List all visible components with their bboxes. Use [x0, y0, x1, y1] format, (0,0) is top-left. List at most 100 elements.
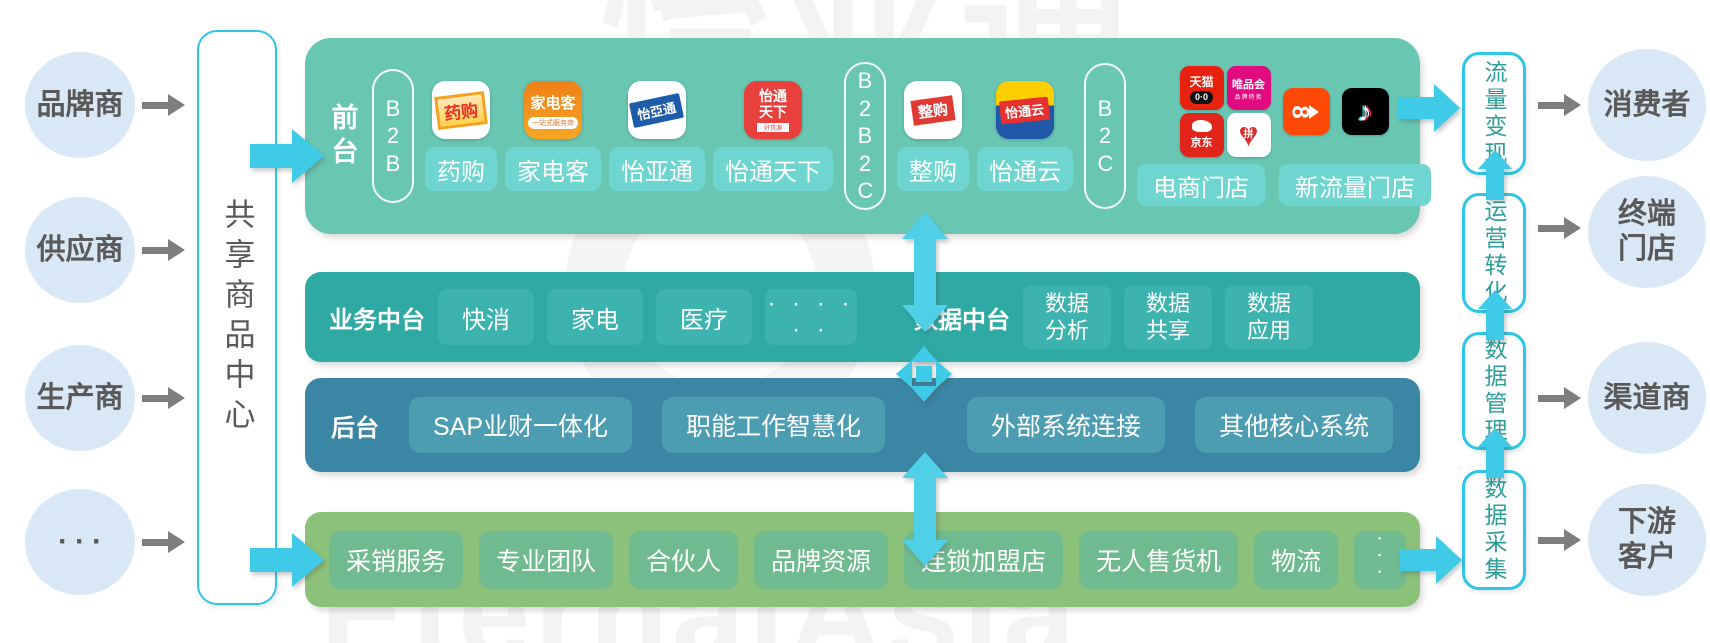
flow-arrow-to-base-icon	[250, 533, 324, 587]
back-chip-sap: SAP业财一体化	[409, 397, 633, 453]
shared-goods-center-bar: 共享商品中心	[197, 30, 277, 605]
app-chip: 怡亚通	[609, 147, 705, 191]
cross-arrow-icon	[896, 346, 952, 402]
offline-double-arrow: 线下	[894, 452, 956, 566]
biz-chip-appliance: 家电	[547, 289, 643, 345]
biz-chip-more: · · · · · ·	[765, 289, 857, 345]
flow-box-data-collection: 数据采集	[1462, 470, 1526, 590]
app-tile-zhenggou: 整购 整购	[897, 81, 969, 191]
arrow-right-icon	[142, 94, 185, 116]
b2c-tag-pill: B2C	[1084, 63, 1126, 209]
b2b-tag-pill: B2B	[372, 69, 414, 203]
b2c-chips-row: 电商门店 新流量门店	[1137, 164, 1431, 206]
pinduoduo-icon: ♥ 拼	[1226, 113, 1271, 157]
tmall-icon: 天猫 0·0	[1179, 66, 1224, 110]
app-tile-yaogou: 药购 药购	[425, 81, 497, 191]
customer-circle-downstream: 下游 客户	[1588, 484, 1706, 596]
tmall-icon-text: 天猫	[1189, 74, 1214, 89]
up-arrow-icon	[1478, 428, 1512, 478]
supplier-circle-supplier: 供应商	[25, 197, 135, 303]
supplier-label: 生产商	[36, 381, 124, 414]
flow-label: 流量变现	[1481, 59, 1507, 168]
flow-label: 数据管理	[1481, 337, 1507, 445]
chip-line2: 分析	[1045, 318, 1090, 343]
vipshop-icon-text: 唯品会	[1232, 78, 1265, 91]
supplier-circle-brand: 品牌商	[25, 52, 135, 158]
yitongyun-app-icon: 怡通云	[996, 81, 1054, 139]
ecommerce-icons-grid: 天猫 0·0 唯品会 品牌特卖 京东 ♥ 拼	[1179, 66, 1271, 157]
supplier-circle-producer: 生产商	[25, 345, 135, 451]
yiyatong-app-icon: 怡亞通	[628, 81, 686, 139]
front-to-flow-arrow-icon	[1398, 84, 1460, 132]
biz-chip-medical: 医疗	[656, 289, 752, 345]
back-chip-external-systems: 外部系统连接	[967, 397, 1166, 453]
up-arrow-icon	[1478, 290, 1512, 340]
arrow-right-icon	[1538, 94, 1581, 116]
customer-label-line1: 下游	[1617, 506, 1676, 539]
app-chip: 怡通天下	[713, 147, 833, 191]
base-to-flow-arrow-icon	[1400, 536, 1462, 584]
douyin-icon: ♪	[1341, 88, 1389, 135]
base-chip-more: ···	[1354, 530, 1407, 589]
yitongtianxia-icon-line2: 天下	[759, 104, 787, 120]
business-middle-label: 业务中台	[329, 306, 425, 334]
supplier-label: 品牌商	[36, 88, 124, 121]
base-chip-procurement: 采销服务	[329, 530, 464, 589]
app-chip: 家电客	[505, 147, 601, 191]
chip-line1: 数据	[1146, 290, 1191, 316]
section-base-services: 采销服务 专业团队 合伙人 品牌资源 连锁加盟店 无人售货机 物流 ···	[305, 512, 1420, 607]
arrow-right-icon	[1538, 217, 1581, 239]
data-chip-application: 数据 应用	[1225, 285, 1314, 349]
customer-label-line2: 门店	[1617, 233, 1676, 265]
flow-box-operation-conversion: 运营转化	[1462, 193, 1526, 313]
b2c-tag-label: B2C	[1097, 95, 1114, 176]
flow-label: 运营转化	[1481, 199, 1507, 307]
b2b-tag-label: B2B	[385, 95, 401, 176]
section-backend: 后台 SAP业财一体化 职能工作智慧化 外部系统连接 其他核心系统	[305, 378, 1420, 472]
yaogou-app-icon: 药购	[432, 81, 490, 139]
base-chip-vending: 无人售货机	[1079, 530, 1239, 589]
b2b2c-tag-pill: B2B2C	[844, 62, 886, 210]
frontend-label: 前台	[331, 103, 359, 167]
yitongtianxia-app-icon: 怡通 天下 · 好货源 ·	[744, 81, 802, 139]
yitongtianxia-icon-subtext: · 好货源 ·	[757, 123, 789, 133]
pinduoduo-heart-glyph: ♥	[1238, 116, 1259, 154]
flow-box-data-management: 数据管理	[1462, 332, 1526, 450]
data-chip-analysis: 数据 分析	[1023, 285, 1112, 349]
arrow-right-icon	[142, 387, 185, 409]
dots-vertical: ···	[1369, 534, 1392, 585]
arrow-right-icon	[1538, 387, 1581, 409]
section-business-middle: 业务中台 快消 家电 医疗 · · · · · · 数据中台 数据 分析 数据 …	[305, 272, 1420, 362]
chip-line2: 应用	[1247, 318, 1292, 343]
customer-label: 消费者	[1603, 88, 1691, 121]
jiadianke-app-icon: 家电客 一站式服务商	[524, 81, 582, 139]
flow-arrow-to-front-icon	[250, 129, 324, 183]
customer-label-line2: 客户	[1617, 541, 1676, 573]
jiadianke-icon-subtext: 一站式服务商	[528, 116, 578, 129]
arrow-right-icon	[1538, 529, 1581, 551]
customer-circle-terminal-store: 终端 门店	[1588, 176, 1706, 288]
base-chip-brand-resources: 品牌资源	[754, 530, 889, 589]
app-chip: 怡通云	[977, 147, 1073, 191]
store-chip-ecommerce: 电商门店	[1137, 164, 1265, 206]
chip-line2: 共享	[1146, 318, 1191, 343]
arrow-right-icon	[142, 239, 185, 261]
kuaishou-triangle	[1308, 104, 1319, 119]
app-tile-yiyatong: 怡亞通 怡亚通	[609, 81, 705, 191]
back-chip-other-core: 其他核心系统	[1195, 397, 1394, 453]
app-chip: 整购	[897, 147, 969, 191]
zhenggou-app-icon: 整购	[904, 81, 962, 139]
customer-circle-consumer: 消费者	[1588, 49, 1706, 161]
app-chip: 药购	[425, 147, 497, 191]
chip-line1: 数据	[1045, 290, 1090, 316]
store-chip-new-traffic: 新流量门店	[1279, 164, 1431, 206]
biz-chip-fmcg: 快消	[438, 289, 534, 345]
yaogou-icon-text: 药购	[434, 90, 488, 130]
app-tile-jiadianke: 家电客 一站式服务商 家电客	[505, 81, 601, 191]
b2c-icons-row: 天猫 0·0 唯品会 品牌特卖 京东 ♥ 拼	[1179, 66, 1389, 157]
flow-label: 数据采集	[1481, 476, 1507, 584]
pinduoduo-icon-text: 拼	[1243, 129, 1254, 141]
base-chip-team: 专业团队	[479, 530, 614, 589]
b2b2c-tag-label: B2B2C	[857, 68, 874, 204]
